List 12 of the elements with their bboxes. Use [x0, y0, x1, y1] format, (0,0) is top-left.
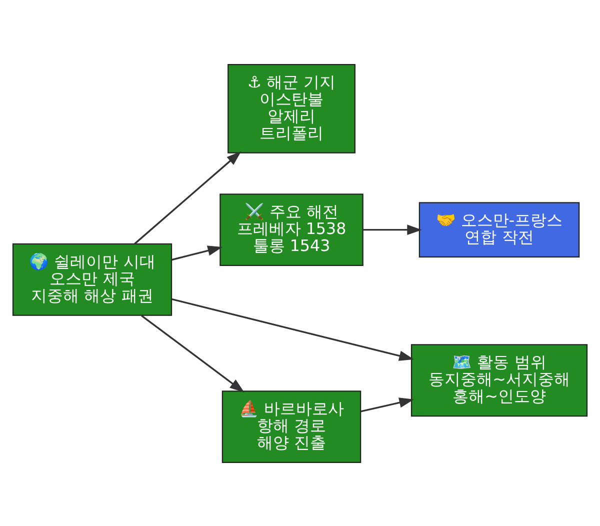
- node-box: ⚔ 주요 해전 프레베자 1538 툴롱 1543: [220, 193, 364, 266]
- node-box: ⚓ 해군 기지 이스탄불 알제리 트리폴리: [228, 63, 356, 153]
- arrow: [134, 150, 242, 244]
- arrow: [171, 245, 222, 260]
- arrow: [363, 224, 422, 234]
- arrow: [360, 397, 414, 412]
- node-box: 🗺 활동 범위 동지중해~서지중해 홍해~인도양: [410, 344, 588, 416]
- arrow: [172, 298, 414, 360]
- arrow: [141, 314, 244, 392]
- node-box: ⛵ 바르바로사 항해 경로 해양 진출: [222, 390, 362, 463]
- node-box: 🤝 오스만-프랑스 연합 작전: [418, 202, 580, 258]
- node-box: 🌍 쉴레이만 시대 오스만 제국 지중해 해상 패권: [12, 242, 172, 316]
